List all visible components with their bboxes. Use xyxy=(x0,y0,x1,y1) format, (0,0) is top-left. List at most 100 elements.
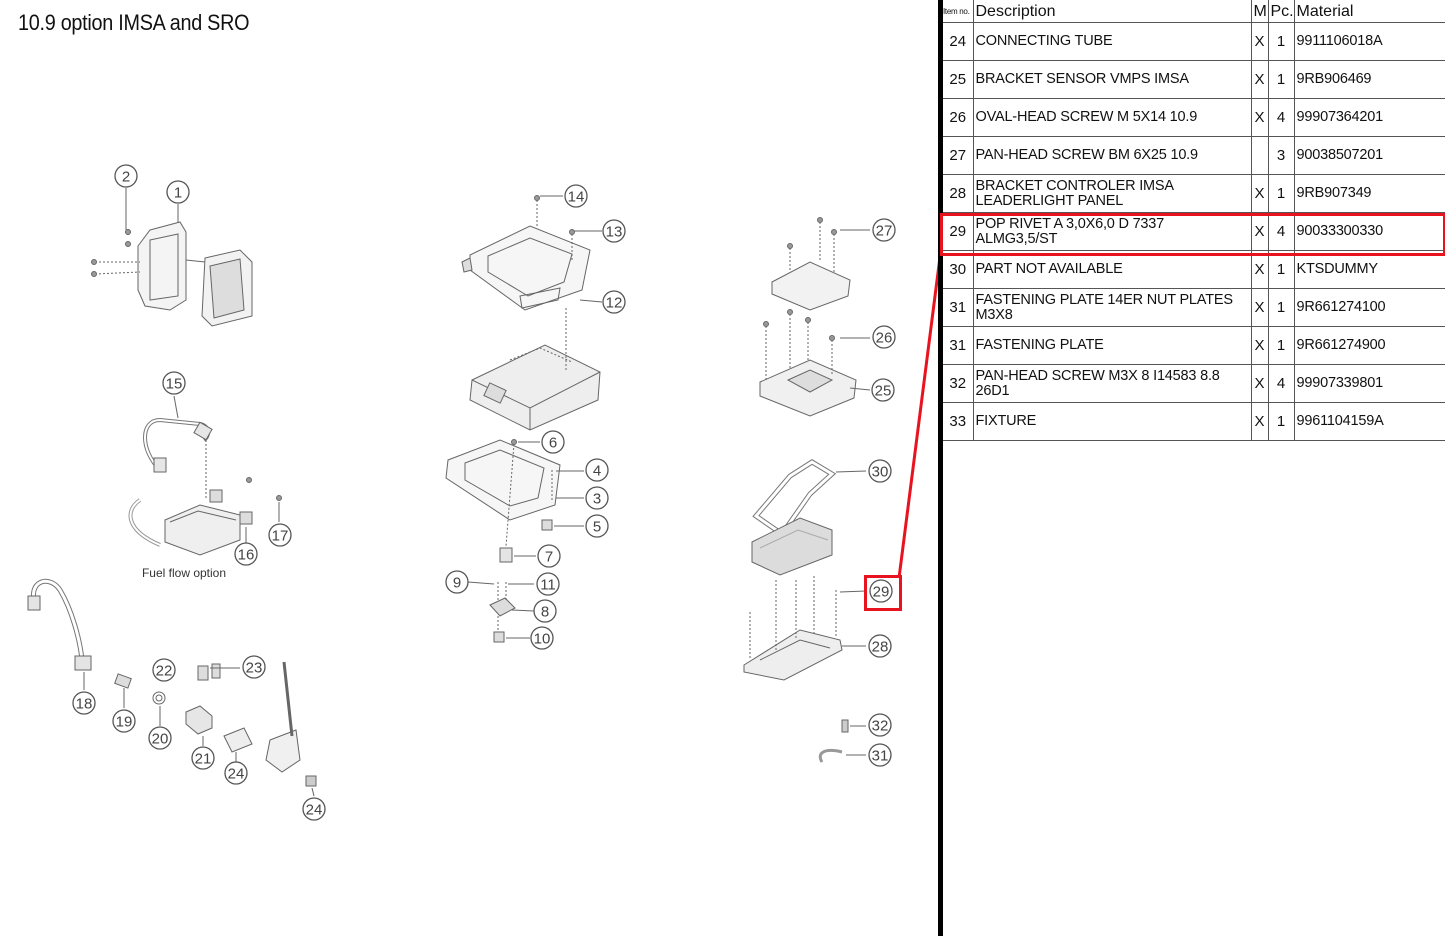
callout-label: 29 xyxy=(873,584,890,601)
material-cell: KTSDUMMY xyxy=(1293,250,1445,289)
pc-cell: 1 xyxy=(1267,174,1295,213)
callout-label: 28 xyxy=(872,639,889,656)
item-no-cell: 31 xyxy=(943,326,974,365)
callout-30: 30 xyxy=(868,459,892,483)
callout-label: 24 xyxy=(228,766,245,783)
callout-circle xyxy=(585,486,609,510)
callout-label: 8 xyxy=(541,604,549,621)
callout-label: 22 xyxy=(156,663,173,680)
callout-circle xyxy=(242,655,266,679)
callout-32: 32 xyxy=(868,713,892,737)
callout-circle xyxy=(868,634,892,658)
callout-circle xyxy=(872,325,896,349)
callout-circle xyxy=(602,290,626,314)
callout-circle xyxy=(445,570,469,594)
pc-cell: 1 xyxy=(1267,288,1295,327)
callout-24: 24 xyxy=(224,761,248,785)
material-cell: 90033300330 xyxy=(1293,212,1445,251)
callout-label: 12 xyxy=(606,295,623,312)
callout-29: 29 xyxy=(869,579,893,603)
callout-22: 22 xyxy=(152,658,176,682)
item-no-cell: 24 xyxy=(943,22,974,61)
m-cell: X xyxy=(1250,212,1269,251)
callout-circle xyxy=(162,371,186,395)
pc-cell: 1 xyxy=(1267,22,1295,61)
pc-cell: 1 xyxy=(1267,326,1295,365)
callout-10: 10 xyxy=(530,626,554,650)
callout-9: 9 xyxy=(445,570,469,594)
callout-23: 23 xyxy=(242,655,266,679)
m-cell: X xyxy=(1250,174,1269,213)
callout-18: 18 xyxy=(72,691,96,715)
m-cell: X xyxy=(1250,98,1269,137)
pc-cell: 1 xyxy=(1267,250,1295,289)
m-cell: X xyxy=(1250,288,1269,327)
callout-circle xyxy=(537,544,561,568)
callout-circle xyxy=(268,523,292,547)
callout-label: 27 xyxy=(876,223,893,240)
callout-label: 26 xyxy=(876,330,893,347)
item-no-cell: 33 xyxy=(943,402,974,441)
tube-fitting-assembly xyxy=(27,578,317,797)
m-cell: X xyxy=(1250,402,1269,441)
material-cell: 9RB907349 xyxy=(1293,174,1445,213)
callout-label: 32 xyxy=(872,718,889,735)
item-no-cell: 29 xyxy=(943,212,974,251)
page-title: 10.9 option IMSA and SRO xyxy=(18,10,250,35)
callout-19: 19 xyxy=(112,709,136,733)
highlight-leader-line xyxy=(897,256,940,579)
callout-label: 3 xyxy=(593,491,601,508)
material-cell: 9961104159A xyxy=(1293,402,1445,441)
m-cell: X xyxy=(1250,364,1269,403)
callout-16: 16 xyxy=(234,542,258,566)
item-no-cell: 30 xyxy=(943,250,974,289)
header-pc: Pc. xyxy=(1267,0,1295,23)
description-cell: BRACKET CONTROLER IMSA LEADERLIGHT PANEL xyxy=(972,174,1252,213)
callout-circle xyxy=(112,709,136,733)
callout-circle xyxy=(224,761,248,785)
callout-label: 6 xyxy=(549,435,557,452)
material-cell: 90038507201 xyxy=(1293,136,1445,175)
callout-17: 17 xyxy=(268,523,292,547)
callout-label: 25 xyxy=(875,383,892,400)
item-no-cell: 31 xyxy=(943,288,974,327)
callout-circle xyxy=(868,743,892,767)
callout-20: 20 xyxy=(148,726,172,750)
item-no-cell: 28 xyxy=(943,174,974,213)
control-unit-assembly xyxy=(445,195,601,643)
m-cell: X xyxy=(1250,60,1269,99)
callout-14: 14 xyxy=(564,184,588,208)
callout-circle xyxy=(166,180,190,204)
diagram-drawing: 1234567891011121314151617181920212223242… xyxy=(27,164,940,821)
description-cell: PAN-HEAD SCREW M3X 8 I14583 8.8 26D1 xyxy=(972,364,1252,403)
callout-label: 4 xyxy=(593,463,601,480)
callout-label: 11 xyxy=(540,577,556,594)
sensor-bracket-assembly xyxy=(743,217,871,763)
callout-5: 5 xyxy=(585,514,609,538)
material-cell: 9R661274900 xyxy=(1293,326,1445,365)
m-cell: X xyxy=(1250,22,1269,61)
callout-circle xyxy=(869,579,893,603)
callout-11: 11 xyxy=(536,572,560,596)
header-material: Material xyxy=(1293,0,1445,23)
callout-label: 15 xyxy=(166,376,183,393)
callout-21: 21 xyxy=(191,746,215,770)
description-cell: FASTENING PLATE xyxy=(972,326,1252,365)
pc-cell: 4 xyxy=(1267,364,1295,403)
callout-8: 8 xyxy=(533,599,557,623)
description-cell: PAN-HEAD SCREW BM 6X25 10.9 xyxy=(972,136,1252,175)
callout-31: 31 xyxy=(868,743,892,767)
